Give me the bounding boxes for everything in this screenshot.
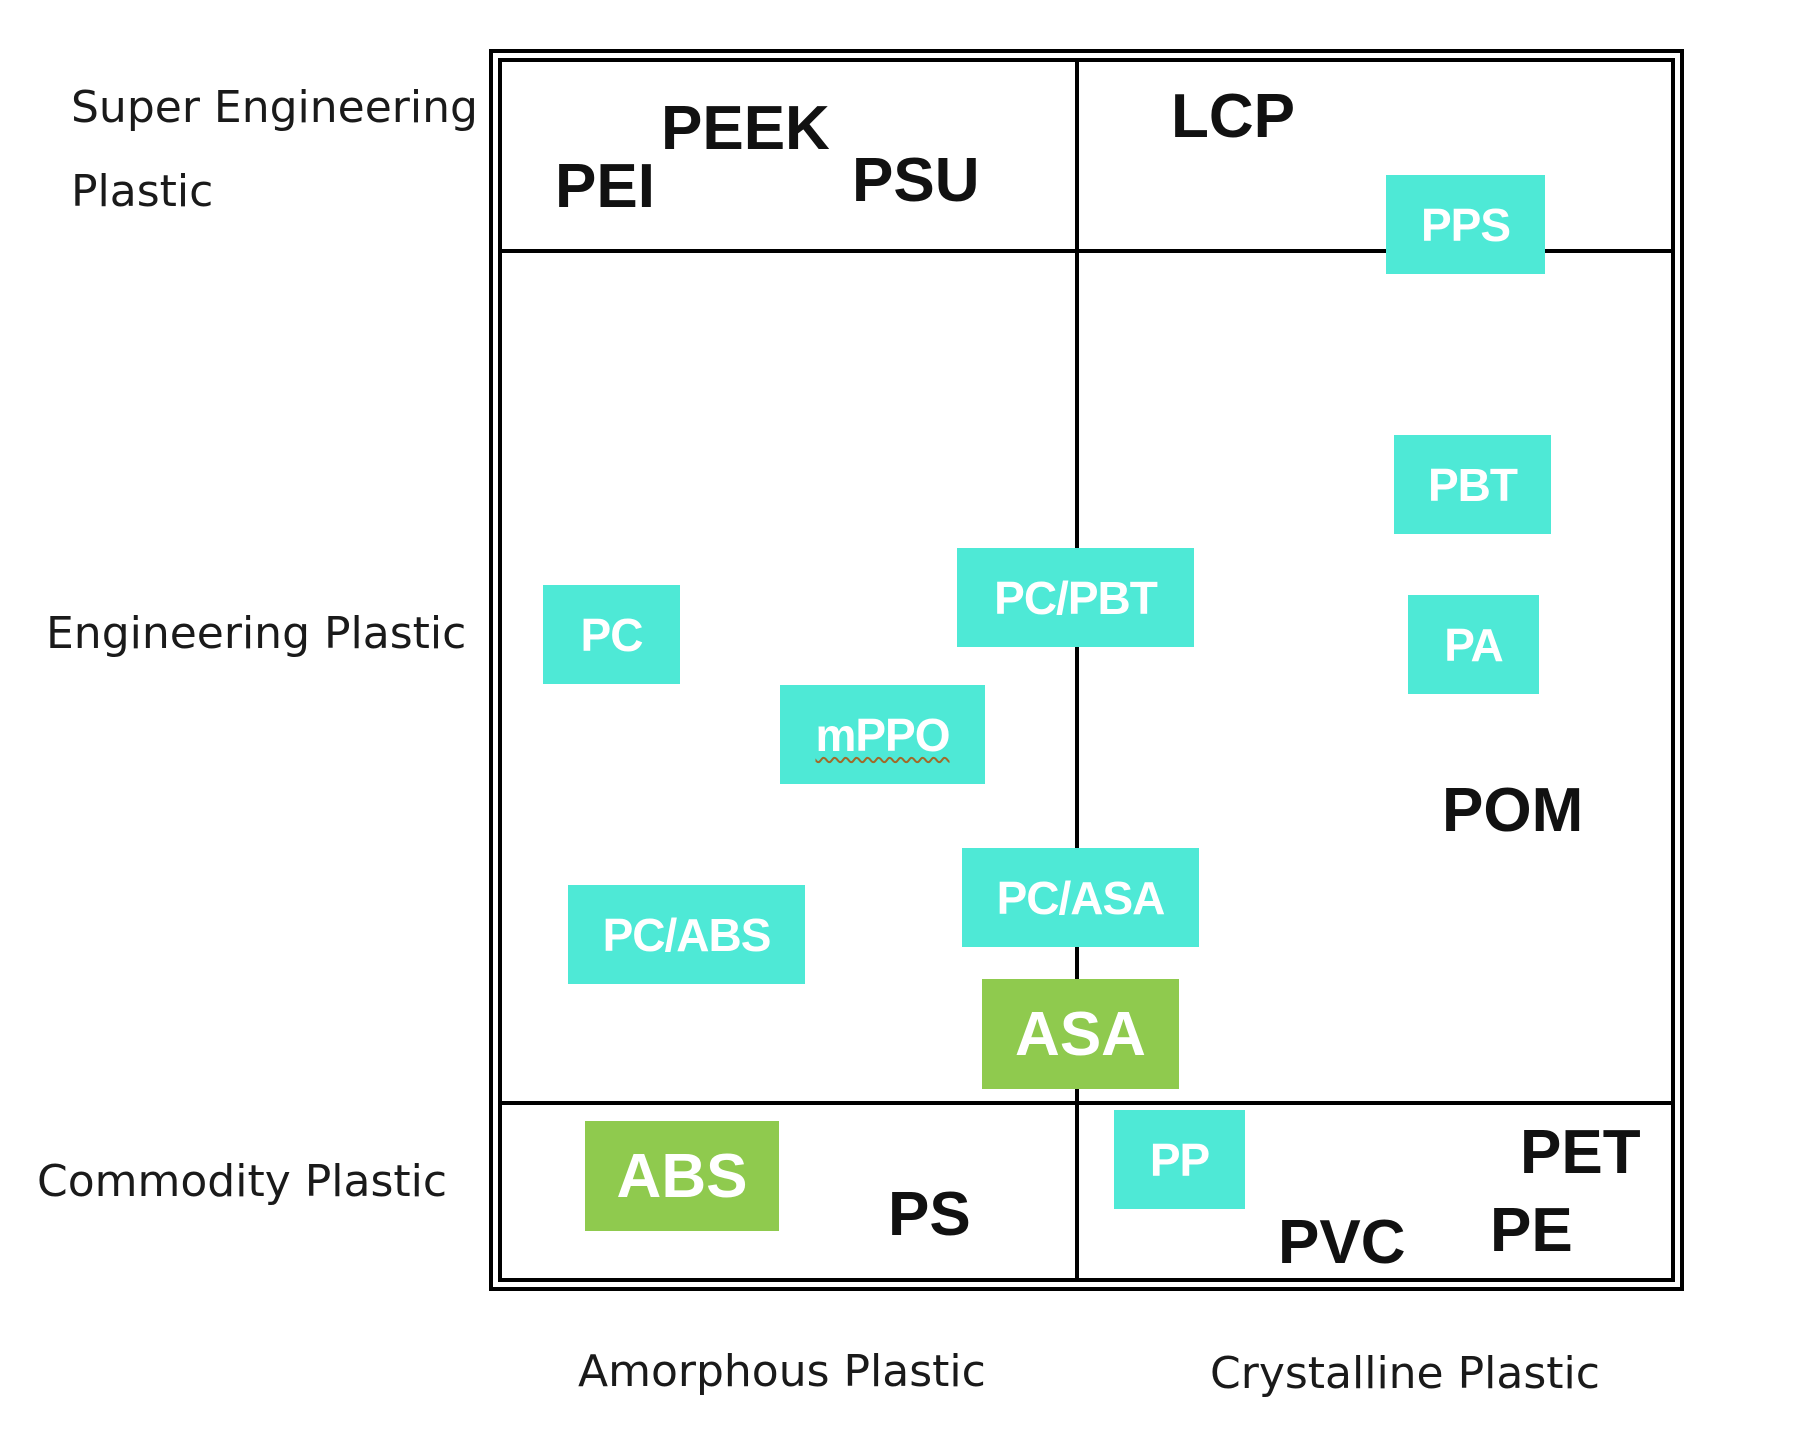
material-box-abs-label: ABS bbox=[616, 1141, 748, 1211]
material-box-pc-asa-label: PC/ASA bbox=[996, 871, 1166, 924]
chart-frame-inner bbox=[498, 58, 1675, 1282]
material-box-pc-pbt-label: PC/PBT bbox=[994, 571, 1158, 624]
material-box-pbt: PBT bbox=[1394, 435, 1551, 534]
material-pei: PEI bbox=[555, 152, 655, 221]
material-box-pp: PP bbox=[1114, 1110, 1245, 1209]
material-lcp: LCP bbox=[1171, 82, 1295, 151]
material-box-asa-label: ASA bbox=[1015, 999, 1146, 1069]
material-box-pbt-label: PBT bbox=[1428, 458, 1518, 511]
material-box-pc-abs-label: PC/ABS bbox=[602, 908, 772, 961]
material-box-asa: ASA bbox=[982, 979, 1179, 1089]
material-box-mppo-label: mPPO bbox=[815, 708, 950, 761]
row-label-super-line2: Plastic bbox=[71, 166, 214, 217]
material-box-abs: ABS bbox=[585, 1121, 779, 1231]
row-label-super-engineering: Super Engineering Plastic bbox=[71, 86, 478, 214]
material-pe: PE bbox=[1490, 1196, 1573, 1265]
column-label-amorphous: Amorphous Plastic bbox=[578, 1346, 986, 1397]
row-label-super-line1: Super Engineering bbox=[71, 82, 478, 133]
super-engineering-divider bbox=[498, 249, 1675, 253]
material-box-pp-label: PP bbox=[1149, 1133, 1210, 1186]
material-ps: PS bbox=[888, 1180, 971, 1249]
material-box-pc: PC bbox=[543, 585, 680, 684]
row-label-commodity: Commodity Plastic bbox=[37, 1156, 448, 1207]
material-pet: PET bbox=[1520, 1118, 1641, 1187]
material-box-pc-pbt: PC/PBT bbox=[957, 548, 1194, 647]
material-pom: POM bbox=[1442, 776, 1584, 845]
material-pvc: PVC bbox=[1278, 1208, 1406, 1277]
material-box-pa-label: PA bbox=[1444, 618, 1503, 671]
material-box-pps: PPS bbox=[1386, 175, 1545, 274]
material-box-pps-label: PPS bbox=[1420, 198, 1511, 251]
column-label-crystalline: Crystalline Plastic bbox=[1210, 1348, 1600, 1399]
amorphous-crystalline-divider bbox=[1075, 58, 1079, 1282]
material-peek: PEEK bbox=[661, 94, 830, 163]
material-box-pc-label: PC bbox=[580, 608, 644, 661]
material-box-mppo: mPPO bbox=[780, 685, 985, 784]
chart-frame-outer bbox=[489, 49, 1684, 1291]
engineering-commodity-divider bbox=[498, 1101, 1675, 1105]
row-label-engineering: Engineering Plastic bbox=[46, 608, 467, 659]
material-box-pa: PA bbox=[1408, 595, 1539, 694]
material-box-pc-abs: PC/ABS bbox=[568, 885, 805, 984]
material-box-pc-asa: PC/ASA bbox=[962, 848, 1199, 947]
material-psu: PSU bbox=[852, 146, 980, 215]
